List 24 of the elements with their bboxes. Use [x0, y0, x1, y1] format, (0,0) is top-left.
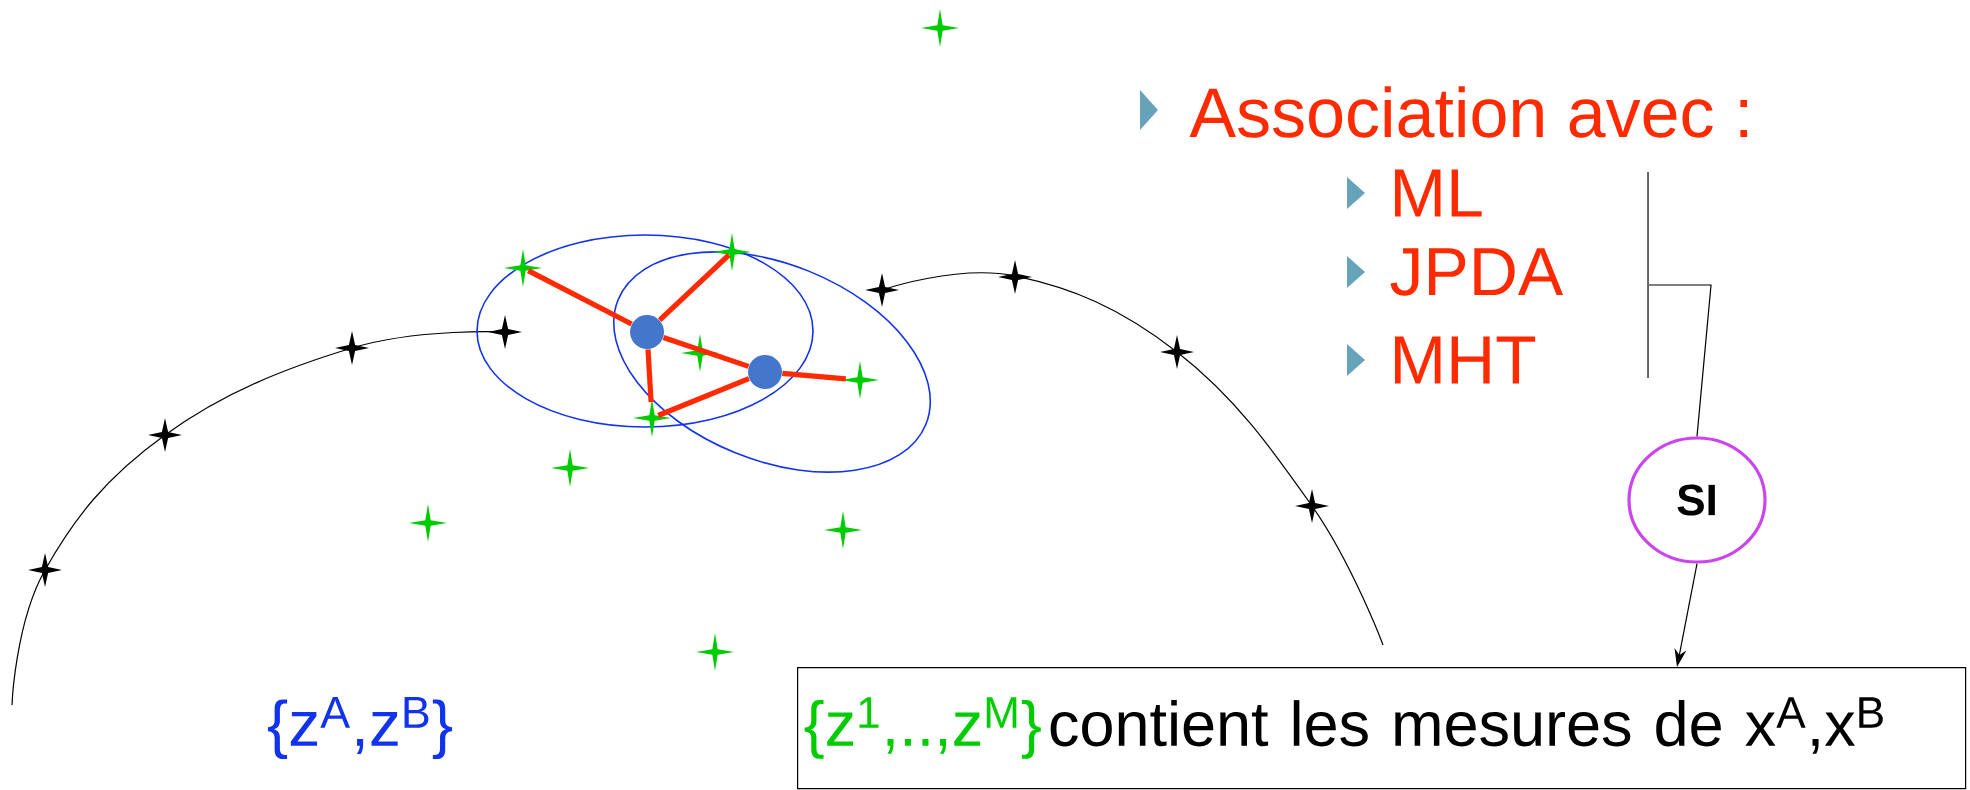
star-marker [824, 511, 862, 549]
oval-node: SI [1627, 436, 1767, 564]
star-marker [633, 399, 671, 437]
heading-text: Association avec : [1189, 86, 1748, 138]
association-line [645, 349, 654, 403]
association-line [527, 268, 633, 327]
star-marker [713, 233, 751, 271]
star-marker [921, 9, 959, 47]
connector-line [1648, 284, 1712, 437]
set-label: {z$^{A}$,z$^{B}$} [267, 696, 452, 760]
star-marker [409, 504, 447, 542]
list-item: MHT [1395, 336, 1536, 384]
bracket-line [1647, 172, 1649, 378]
association-line [782, 370, 847, 382]
association-line [662, 335, 750, 369]
star-marker [696, 633, 734, 671]
star-marker [551, 449, 589, 487]
list-item: ML [1395, 169, 1482, 217]
star-marker [504, 249, 542, 287]
text-box: {z$^{1}$,..,z$^{M}$}contient les mesures de x$^{A}$,x$^{B}$ [797, 667, 1967, 790]
list-item: JPDA [1390, 248, 1564, 296]
track-dot [748, 355, 782, 389]
association-line [657, 376, 750, 418]
track-dot [630, 315, 664, 349]
